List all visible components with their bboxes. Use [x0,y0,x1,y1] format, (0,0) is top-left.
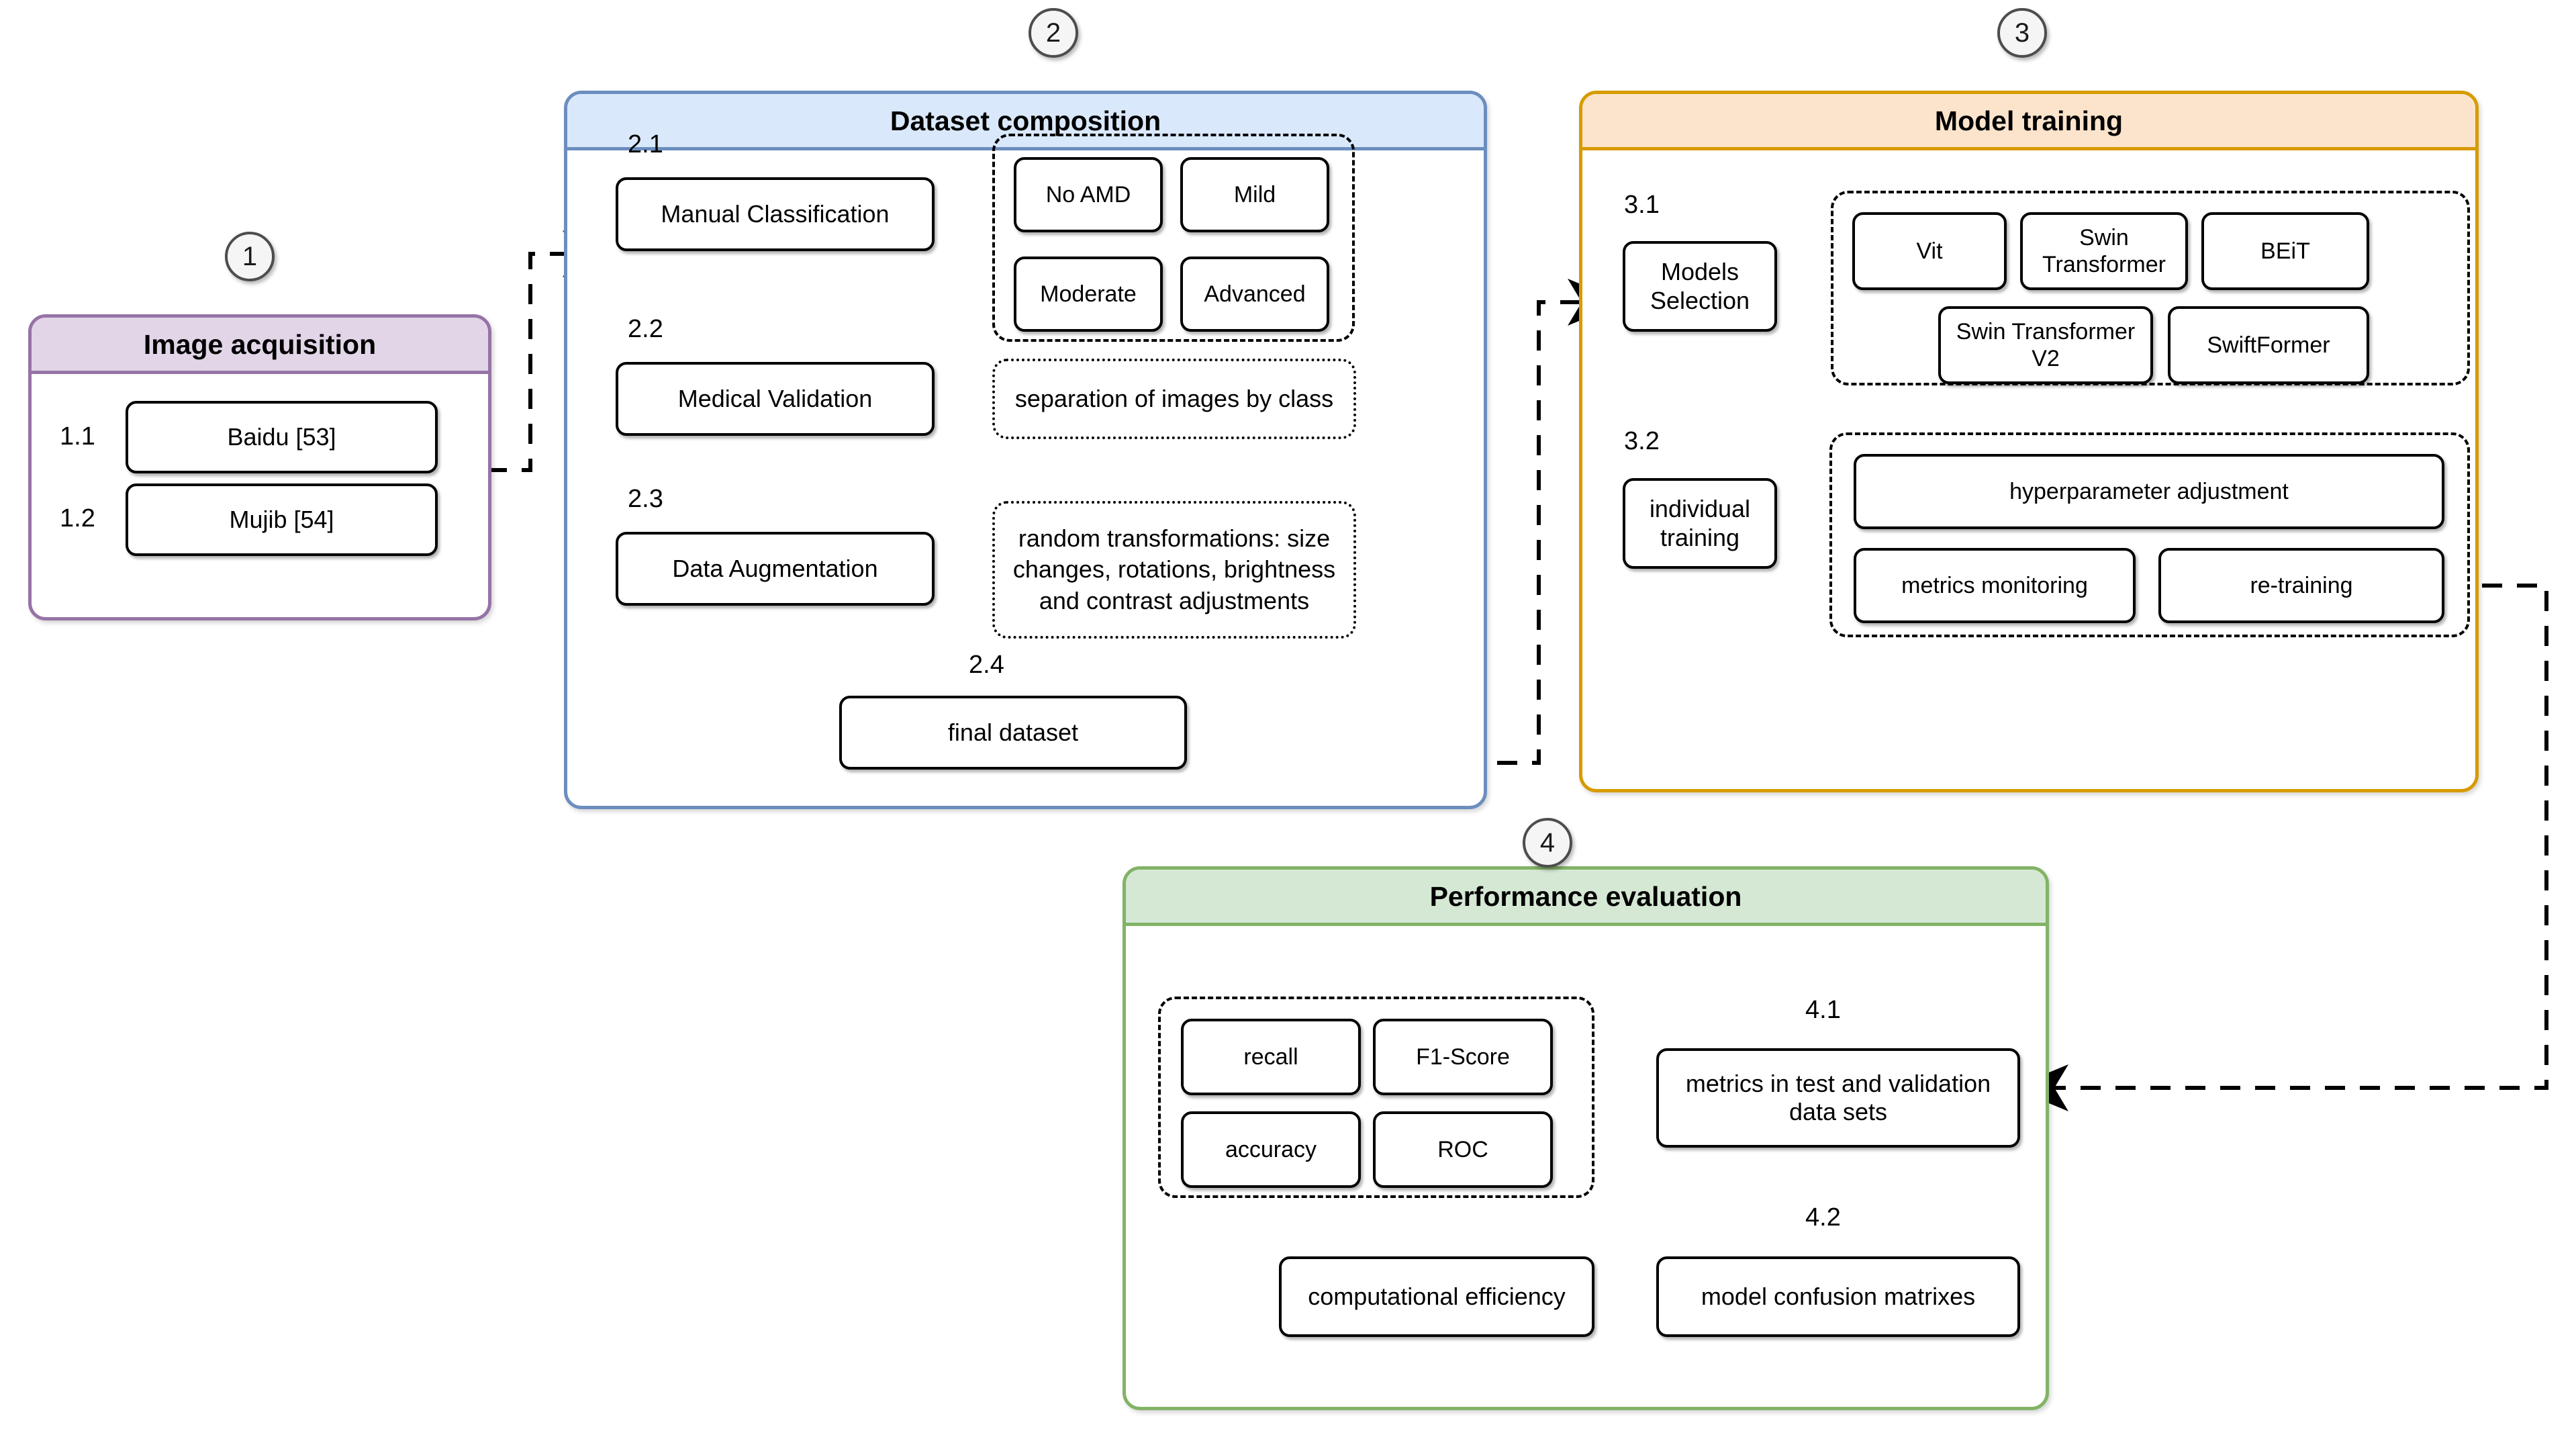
node-medical-validation[interactable]: Medical Validation [616,362,935,436]
step-number-1-1: 1.1 [60,422,95,451]
stage2-title: Dataset composition [567,94,1484,150]
note-separation-by-class: separation of images by class [992,359,1356,439]
step-number-4-2: 4.2 [1805,1203,1841,1232]
node-re-training[interactable]: re-training [2158,548,2444,623]
stage1-title: Image acquisition [32,318,488,374]
stage3-title: Model training [1582,94,2475,150]
node-final-dataset[interactable]: final dataset [839,696,1187,770]
node-manual-classification[interactable]: Manual Classification [616,177,935,251]
stage-badge-4: 4 [1523,818,1572,868]
step-number-2-1: 2.1 [628,130,663,158]
node-metric-recall[interactable]: recall [1181,1019,1361,1095]
node-computational-efficiency[interactable]: computational efficiency [1279,1256,1594,1337]
node-class-mild[interactable]: Mild [1180,157,1329,232]
node-models-selection[interactable]: Models Selection [1623,241,1777,332]
node-model-swiftformer[interactable]: SwiftFormer [2168,306,2369,384]
step-number-1-2: 1.2 [60,504,95,533]
stage-badge-3: 3 [1997,8,2047,58]
group-model-candidates [1831,191,2470,385]
note-random-transformations: random transformations: size changes, ro… [992,501,1356,639]
node-metrics-test-validation[interactable]: metrics in test and validation data sets [1656,1048,2020,1148]
stage4-title: Performance evaluation [1126,870,2046,926]
stage-badge-2: 2 [1029,8,1078,58]
stage4-body: recall F1-Score accuracy ROC 4.1 metrics… [1126,926,2046,1407]
node-metric-roc[interactable]: ROC [1373,1111,1553,1188]
node-mujib[interactable]: Mujib [54] [126,483,438,556]
node-data-augmentation[interactable]: Data Augmentation [616,532,935,606]
node-model-beit[interactable]: BEiT [2201,212,2369,290]
node-metric-f1-score[interactable]: F1-Score [1373,1019,1553,1095]
node-model-swin-transformer-v2[interactable]: Swin Transformer V2 [1938,306,2153,384]
step-number-2-2: 2.2 [628,315,663,343]
stage-model-training: Model training 3.1 Models Selection Vit … [1579,91,2479,792]
stage2-body: 2.1 Manual Classification No AMD Mild Mo… [567,130,1484,806]
stage-dataset-composition: Dataset composition 2.1 Manual Classific… [564,91,1487,809]
node-metric-accuracy[interactable]: accuracy [1181,1111,1361,1188]
step-number-4-1: 4.1 [1805,996,1841,1024]
stage3-body: 3.1 Models Selection Vit Swin Transforme… [1582,150,2475,789]
step-number-3-2: 3.2 [1624,427,1660,455]
stage-image-acquisition: Image acquisition 1.1 Baidu [53] 1.2 Muj… [28,314,491,620]
node-class-no-amd[interactable]: No AMD [1014,157,1163,232]
stage-badge-1: 1 [225,232,275,281]
node-hyperparameter-adjustment[interactable]: hyperparameter adjustment [1854,454,2444,529]
node-baidu[interactable]: Baidu [53] [126,401,438,473]
node-class-advanced[interactable]: Advanced [1180,257,1329,332]
node-model-confusion-matrixes[interactable]: model confusion matrixes [1656,1256,2020,1337]
node-class-moderate[interactable]: Moderate [1014,257,1163,332]
stage-performance-evaluation: Performance evaluation recall F1-Score a… [1123,866,2049,1410]
node-model-swin-transformer[interactable]: Swin Transformer [2020,212,2188,290]
step-number-2-3: 2.3 [628,485,663,513]
node-metrics-monitoring[interactable]: metrics monitoring [1854,548,2136,623]
node-model-vit[interactable]: Vit [1852,212,2007,290]
stage1-body: 1.1 Baidu [53] 1.2 Mujib [54] [32,374,488,617]
node-individual-training[interactable]: individual training [1623,478,1777,569]
step-number-3-1: 3.1 [1624,191,1660,219]
step-number-2-4: 2.4 [969,651,1004,679]
group-amd-classes [992,134,1355,342]
